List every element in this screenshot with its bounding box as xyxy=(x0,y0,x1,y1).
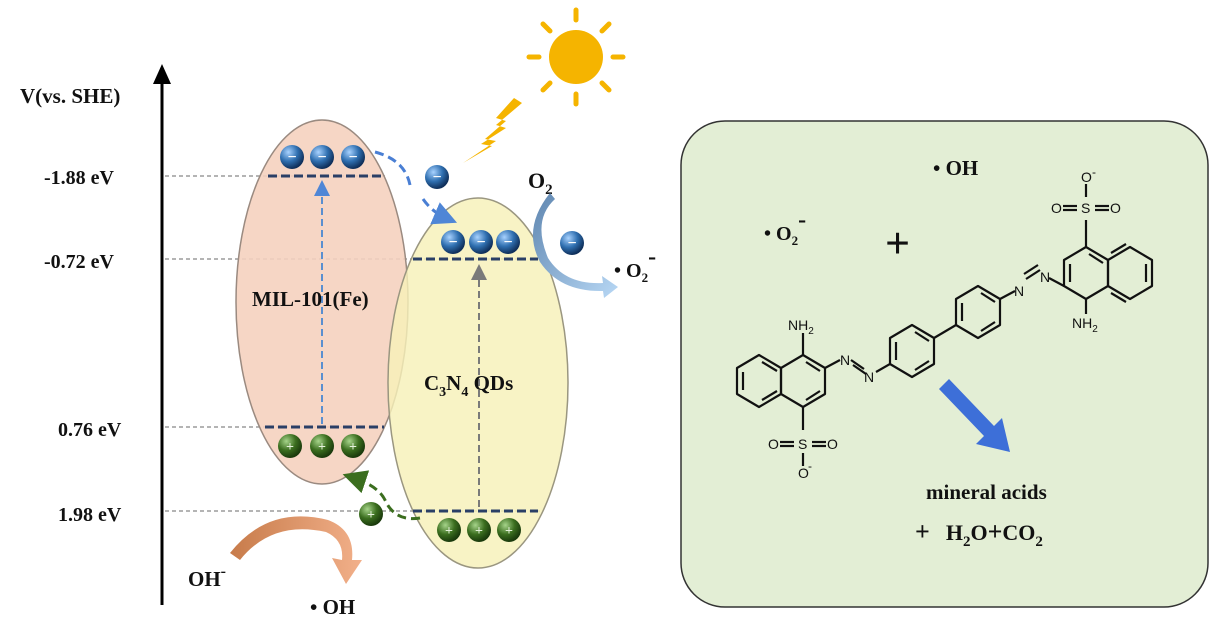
sulfonate-s-left: S xyxy=(798,436,807,452)
lightning-bolt-icon xyxy=(463,98,522,163)
qd-electrons: − − − xyxy=(441,230,520,254)
electron-sign: − xyxy=(476,234,485,251)
dye-molecule xyxy=(735,184,1154,466)
mof-holes: + + + xyxy=(278,434,365,458)
electron-transfer xyxy=(425,165,449,189)
oxygen-label: O2 xyxy=(528,168,553,198)
qd-label: C3N4 QDs xyxy=(424,371,513,400)
sulfonate-o-left-3: O xyxy=(798,465,809,481)
sulfonate-o-right-3: O xyxy=(1081,169,1092,185)
sulfonate-o-left-1: O xyxy=(768,436,779,452)
sulfonate-charge-left: - xyxy=(808,459,812,473)
reduction-arrow xyxy=(532,193,618,298)
oxidation-arrow xyxy=(230,516,362,584)
hole-sign: + xyxy=(505,524,513,539)
azo-n-3: N xyxy=(1014,283,1024,299)
sulfonate-o-right-2: O xyxy=(1110,200,1121,216)
box-superoxide: •O2- xyxy=(764,207,806,248)
hole-sign: + xyxy=(286,440,294,455)
electron xyxy=(280,145,304,169)
mof-label: MIL-101(Fe) xyxy=(252,287,369,311)
amine-bottom-right: NH2 xyxy=(1072,315,1098,335)
electron xyxy=(469,230,493,254)
hydroxyl-radical-label: • OH xyxy=(310,595,355,619)
hole xyxy=(437,518,461,542)
superoxide-label: •O2- xyxy=(614,244,656,285)
hole xyxy=(497,518,521,542)
mof-electrons: − − − xyxy=(280,145,365,169)
electron-to-oxygen xyxy=(560,231,584,255)
level-label-vb-mof: 0.76 eV xyxy=(58,419,122,441)
products-mineral-acids: mineral acids xyxy=(926,480,1047,504)
box-plus-sign: + xyxy=(885,219,910,268)
azo-n-4: N xyxy=(1040,269,1050,285)
sulfonate-o-right-1: O xyxy=(1051,200,1062,216)
hole-sign: + xyxy=(349,440,357,455)
electron-sign: − xyxy=(348,149,357,166)
hole-transfer-arrow xyxy=(342,470,421,521)
hole-sign: + xyxy=(367,508,375,523)
azo-n-2: N xyxy=(864,369,874,385)
electron-sign: − xyxy=(503,234,512,251)
level-label-vb-qd: 1.98 eV xyxy=(58,504,122,526)
hole-sign: + xyxy=(318,440,326,455)
hole xyxy=(310,434,334,458)
qd-holes: + + + xyxy=(437,518,521,542)
hole-sign: + xyxy=(475,524,483,539)
hydroxide-label: OH- xyxy=(188,563,226,591)
products-line: +H2O+CO2 xyxy=(915,517,1043,550)
hole xyxy=(341,434,365,458)
electron-sign: − xyxy=(287,149,296,166)
sulfonate-s-right: S xyxy=(1081,200,1090,216)
hole xyxy=(467,518,491,542)
sulfonate-charge-right: - xyxy=(1092,165,1096,179)
hole xyxy=(278,434,302,458)
electron-sign: − xyxy=(432,169,441,186)
azo-n-1: N xyxy=(840,352,850,368)
reaction-box xyxy=(680,120,1209,608)
hole-sign: + xyxy=(445,524,453,539)
level-label-cb-qd: -0.72 eV xyxy=(44,251,115,273)
electron xyxy=(310,145,334,169)
electron xyxy=(496,230,520,254)
axis-arrowhead xyxy=(153,64,171,84)
electron-sign: − xyxy=(448,234,457,251)
hole-transfer xyxy=(359,502,383,526)
level-label-cb-mof: -1.88 eV xyxy=(44,167,115,189)
electron-sign: − xyxy=(567,235,576,252)
electron xyxy=(341,145,365,169)
sulfonate-o-left-2: O xyxy=(827,436,838,452)
amine-top-left: NH2 xyxy=(788,317,814,337)
electron-transfer-arrow-2 xyxy=(421,198,458,225)
sun-icon xyxy=(526,7,626,107)
axis-label: V(vs. SHE) xyxy=(20,84,120,108)
degradation-arrow xyxy=(939,379,1010,452)
box-hydroxyl-radical: • OH xyxy=(933,156,978,180)
electron-transfer-arrow xyxy=(374,150,412,186)
electron-sign: − xyxy=(317,149,326,166)
electron xyxy=(441,230,465,254)
